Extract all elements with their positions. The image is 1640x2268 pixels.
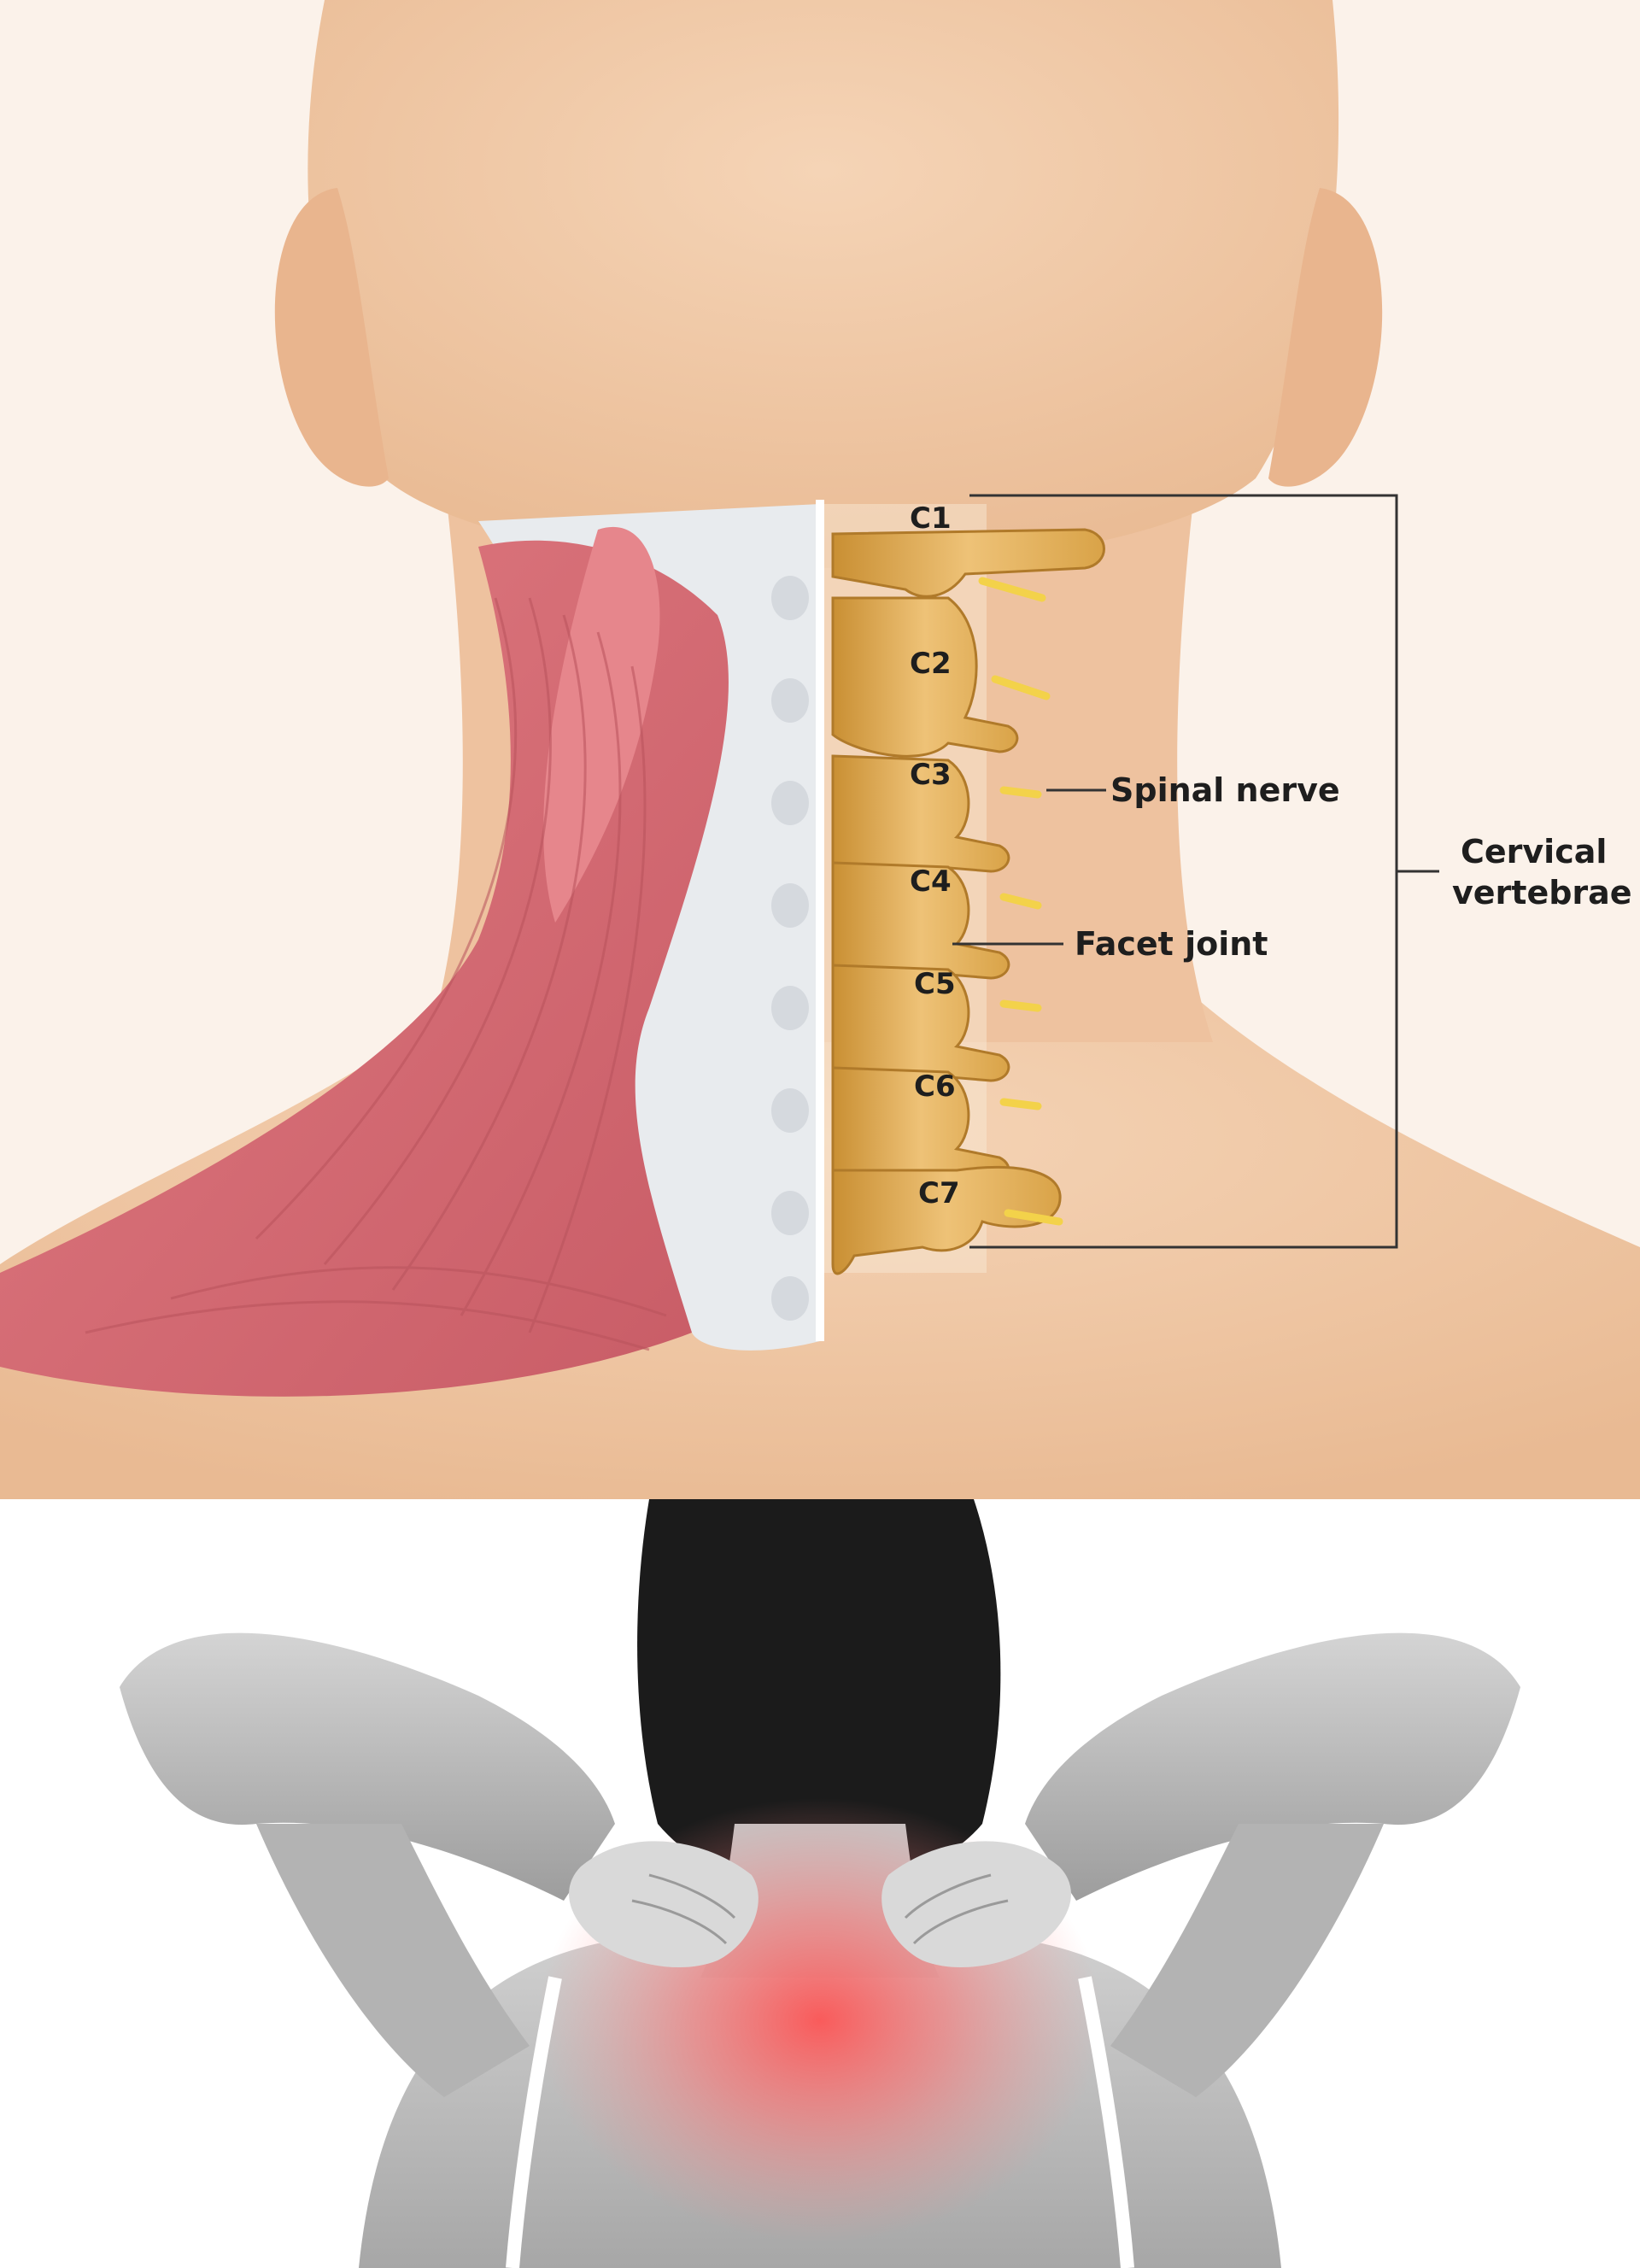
label-c5: C5 [914, 967, 956, 1001]
label-c6: C6 [914, 1070, 956, 1104]
right-upper-arm [1110, 1824, 1384, 2097]
head [308, 0, 1339, 568]
vertebra-c2 [831, 596, 1019, 758]
anatomy-svg: C1 C2 C3 C4 C5 C6 C7 Spinal nerve Facet … [0, 0, 1640, 1499]
right-ear [1268, 188, 1383, 487]
muscle-fibers [85, 597, 667, 1351]
splenius-muscle [543, 526, 660, 923]
label-c4: C4 [910, 864, 952, 899]
spinal-nerve-label: Spinal nerve [1110, 771, 1340, 809]
left-strap [506, 1976, 562, 2268]
spinal-nerves [978, 577, 1063, 1226]
left-hand [569, 1841, 758, 1968]
right-hand [882, 1841, 1071, 1968]
cervical-label-line2: vertebrae [1452, 874, 1632, 911]
hair [637, 1499, 1001, 1892]
finger-lines [631, 1873, 1009, 1945]
neck-pain-photo [0, 1499, 1640, 2268]
vertebra-c7 [831, 1165, 1062, 1275]
left-ear [274, 188, 389, 487]
cervical-spine [824, 504, 1105, 1275]
photo-svg [0, 1499, 1640, 2268]
label-c1: C1 [910, 501, 952, 536]
label-c3: C3 [910, 758, 952, 792]
trapezius-muscle [0, 540, 729, 1397]
vertebra-c1 [831, 528, 1105, 598]
left-arm [120, 1632, 615, 1901]
cervical-label-line1: Cervical [1461, 833, 1607, 870]
right-strap [1078, 1976, 1134, 2268]
spinous-process-bumps [771, 576, 809, 1321]
label-c7: C7 [918, 1176, 960, 1210]
callout-lines [952, 494, 1439, 1249]
label-c2: C2 [910, 647, 952, 681]
cervical-anatomy-illustration: C1 C2 C3 C4 C5 C6 C7 Spinal nerve Facet … [0, 0, 1640, 1499]
midline [816, 500, 824, 1341]
left-upper-arm [256, 1824, 530, 2097]
right-arm [1025, 1632, 1520, 1901]
facet-joint-label: Facet joint [1075, 925, 1268, 963]
vertebra-labels: C1 C2 C3 C4 C5 C6 C7 [910, 501, 960, 1210]
